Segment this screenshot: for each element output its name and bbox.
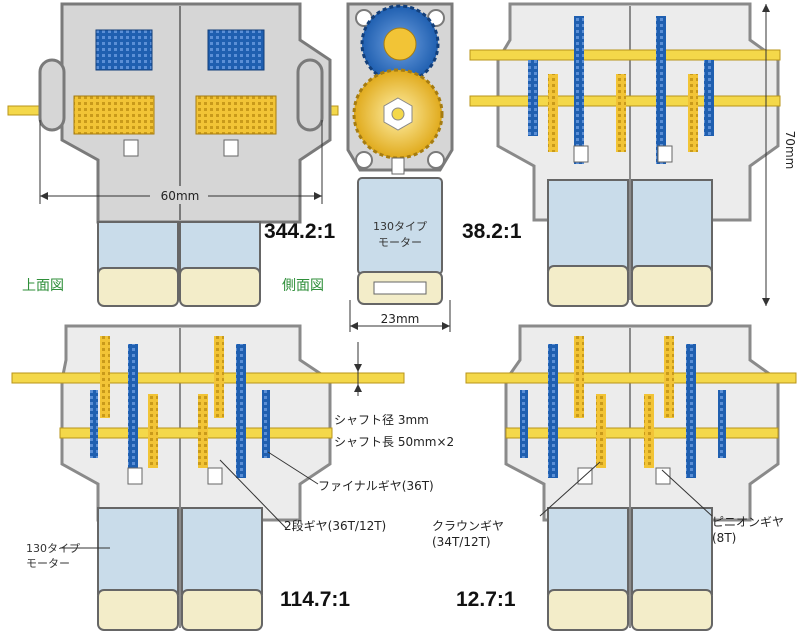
gear [128, 344, 138, 478]
unit-side-view: 130タイプ モーター 23mm [346, 2, 454, 332]
motor-label-line1: 130タイプ [26, 542, 80, 555]
ratio-344: 344.2:1 [264, 220, 336, 243]
motor-unit [181, 507, 263, 595]
motor-label-line2: モーター [26, 557, 70, 570]
gear [262, 390, 270, 458]
gear [596, 394, 606, 468]
gear [718, 390, 726, 458]
gear [148, 394, 158, 468]
crown-gear-label: クラウンギヤ [432, 519, 504, 533]
unit-top-left: 60mm [7, 2, 339, 307]
gear [383, 27, 417, 61]
motor-unit [631, 507, 713, 595]
pinion-gear-label: ピニオンギヤ [712, 515, 784, 529]
final-gear-label: ファイナルギヤ(36T) [318, 479, 434, 493]
gear [198, 394, 208, 468]
gearbox-housing [504, 324, 780, 522]
motor-unit [631, 179, 713, 271]
motor-label-line2: モーター [378, 236, 422, 249]
shaft [469, 49, 781, 61]
shaft [11, 372, 405, 384]
motor-unit [547, 179, 629, 271]
gear [236, 344, 246, 478]
ratio-38: 38.2:1 [462, 220, 522, 243]
ratio-12: 12.7:1 [456, 588, 516, 611]
unit-top-right: 70mm [469, 2, 797, 307]
gear [644, 394, 654, 468]
shaft-length-label: シャフト長 50mm×2 [334, 435, 454, 449]
gear [616, 74, 626, 152]
shaft [505, 427, 779, 439]
gear [704, 60, 714, 136]
gear [548, 74, 558, 152]
motor-unit [547, 507, 629, 595]
gear [574, 16, 584, 164]
unit-bottom-right [465, 324, 797, 631]
pinion-gear-teeth-label: (8T) [712, 531, 736, 545]
gear [528, 60, 538, 136]
gear [664, 336, 674, 418]
motor-label-line1: 130タイプ [373, 220, 427, 233]
gear [207, 29, 265, 71]
motor-unit [97, 507, 179, 595]
two-stage-gear-label: 2段ギヤ(36T/12T) [284, 518, 386, 533]
shaft-diameter-label: シャフト径 3mm [334, 413, 429, 427]
gear [574, 336, 584, 418]
side-view-label: 側面図 [282, 278, 324, 294]
gear [688, 74, 698, 152]
gear [73, 95, 155, 135]
dim-23-label: 23mm [381, 312, 420, 326]
gear [214, 336, 224, 418]
gear [548, 344, 558, 478]
shaft [465, 372, 797, 384]
gear [195, 95, 277, 135]
top-view-label: 上面図 [22, 278, 64, 294]
gear [686, 344, 696, 478]
gear [90, 390, 98, 458]
dim-60-label: 60mm [161, 189, 200, 203]
gear [656, 16, 666, 164]
gear [520, 390, 528, 458]
gear [100, 336, 110, 418]
ratio-114: 114.7:1 [280, 588, 350, 611]
shaft [59, 427, 333, 439]
crown-gear-teeth-label: (34T/12T) [432, 535, 491, 549]
gear [95, 29, 153, 71]
dim-70-label: 70mm [783, 131, 797, 170]
unit-bottom-left [11, 324, 405, 631]
